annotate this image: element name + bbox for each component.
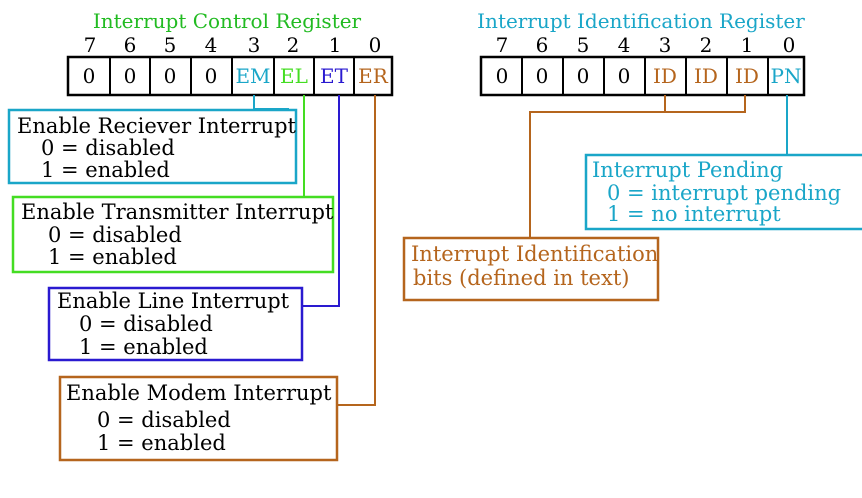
iir-bit-0: 0 xyxy=(783,33,796,57)
icr-bit-4: 4 xyxy=(205,33,218,57)
pending-box: Interrupt Pending 0 = interrupt pending … xyxy=(584,153,862,231)
iir-bit-7: 7 xyxy=(496,33,509,57)
icr-cell-4: 0 xyxy=(205,64,218,88)
icr-cell-7: 0 xyxy=(83,64,96,88)
receiver-interrupt-box: Enable Reciever Interrupt 0 = disabled 1… xyxy=(7,108,298,185)
icr-bit-5: 5 xyxy=(164,33,177,57)
identification-line1: Interrupt Identification xyxy=(411,242,658,266)
iir-bit-6: 6 xyxy=(536,33,549,57)
transmitter-line2: 1 = enabled xyxy=(48,245,177,269)
pending-line1: 0 = interrupt pending xyxy=(607,181,841,205)
icr-cell-et: ET xyxy=(320,64,349,88)
icr-register: 0 0 0 0 EM EL ET ER xyxy=(66,55,394,97)
identification-frame xyxy=(402,236,660,302)
iir-cell-id3: ID xyxy=(653,64,677,88)
transmitter-title: Enable Transmitter Interrupt xyxy=(21,200,334,224)
icr-cell-er: ER xyxy=(358,64,389,88)
pending-line2: 1 = no interrupt xyxy=(607,202,781,226)
line-line1: 0 = disabled xyxy=(79,312,213,336)
iir-cell-id1: ID xyxy=(735,64,759,88)
modem-frame xyxy=(58,375,339,462)
icr-bit-3: 3 xyxy=(248,33,261,57)
icr-title: Interrupt Control Register xyxy=(93,9,362,33)
modem-line1: 0 = disabled xyxy=(97,408,231,432)
icr-bit-0: 0 xyxy=(369,33,382,57)
iir-bit-5: 5 xyxy=(577,33,590,57)
line-frame xyxy=(47,286,304,362)
iir-bit-3: 3 xyxy=(659,33,672,57)
icr-bit-7: 7 xyxy=(84,33,97,57)
iir-bit-4: 4 xyxy=(618,33,631,57)
icr-frame xyxy=(66,55,394,97)
em-connector xyxy=(253,95,289,110)
icr-cell-el: EL xyxy=(280,64,308,88)
iir-bit-2: 2 xyxy=(700,33,713,57)
transmitter-line1: 0 = disabled xyxy=(48,223,182,247)
receiver-line2: 1 = enabled xyxy=(41,158,170,182)
modem-line2: 1 = enabled xyxy=(97,431,226,455)
icr-cell-5: 0 xyxy=(164,64,177,88)
identification-line2: bits (defined in text) xyxy=(413,266,629,290)
iir-cell-7: 0 xyxy=(496,64,509,88)
line-title: Enable Line Interrupt xyxy=(57,289,290,313)
receiver-title: Enable Reciever Interrupt xyxy=(17,114,297,138)
iir-cell-4: 0 xyxy=(618,64,631,88)
iir-bit-1: 1 xyxy=(741,33,754,57)
identification-box: Interrupt Identification bits (defined i… xyxy=(402,236,660,302)
icr-bit-2: 2 xyxy=(287,33,300,57)
iir-cell-5: 0 xyxy=(577,64,590,88)
icr-bit-1: 1 xyxy=(329,33,342,57)
er-connector xyxy=(337,95,376,406)
transmitter-frame xyxy=(11,195,335,274)
iir-cell-6: 0 xyxy=(536,64,549,88)
transmitter-interrupt-box: Enable Transmitter Interrupt 0 = disable… xyxy=(11,195,335,274)
line-interrupt-box: Enable Line Interrupt 0 = disabled 1 = e… xyxy=(47,286,304,362)
icr-bit-numbers: 7 6 5 4 3 2 1 0 xyxy=(84,33,382,57)
iir-cell-pn: PN xyxy=(771,64,802,88)
et-connector xyxy=(302,95,340,307)
icr-cell-em: EM xyxy=(235,64,270,88)
iir-frame xyxy=(479,55,806,97)
receiver-line1: 0 = disabled xyxy=(41,136,175,160)
line-line2: 1 = enabled xyxy=(79,335,208,359)
pending-frame xyxy=(584,153,862,231)
modem-title: Enable Modem Interrupt xyxy=(66,381,332,405)
icr-cell-6: 0 xyxy=(124,64,137,88)
pending-title: Interrupt Pending xyxy=(592,158,783,182)
iir-bit-numbers: 7 6 5 4 3 2 1 0 xyxy=(496,33,796,57)
id-connector xyxy=(529,95,746,238)
iir-cell-id2: ID xyxy=(694,64,718,88)
iir-register: 0 0 0 0 ID ID ID PN xyxy=(479,55,806,97)
iir-connectors xyxy=(529,95,788,238)
receiver-frame xyxy=(7,108,298,185)
iir-title: Interrupt Identification Register xyxy=(477,9,805,33)
modem-interrupt-box: Enable Modem Interrupt 0 = disabled 1 = … xyxy=(58,375,339,462)
icr-bit-6: 6 xyxy=(124,33,137,57)
